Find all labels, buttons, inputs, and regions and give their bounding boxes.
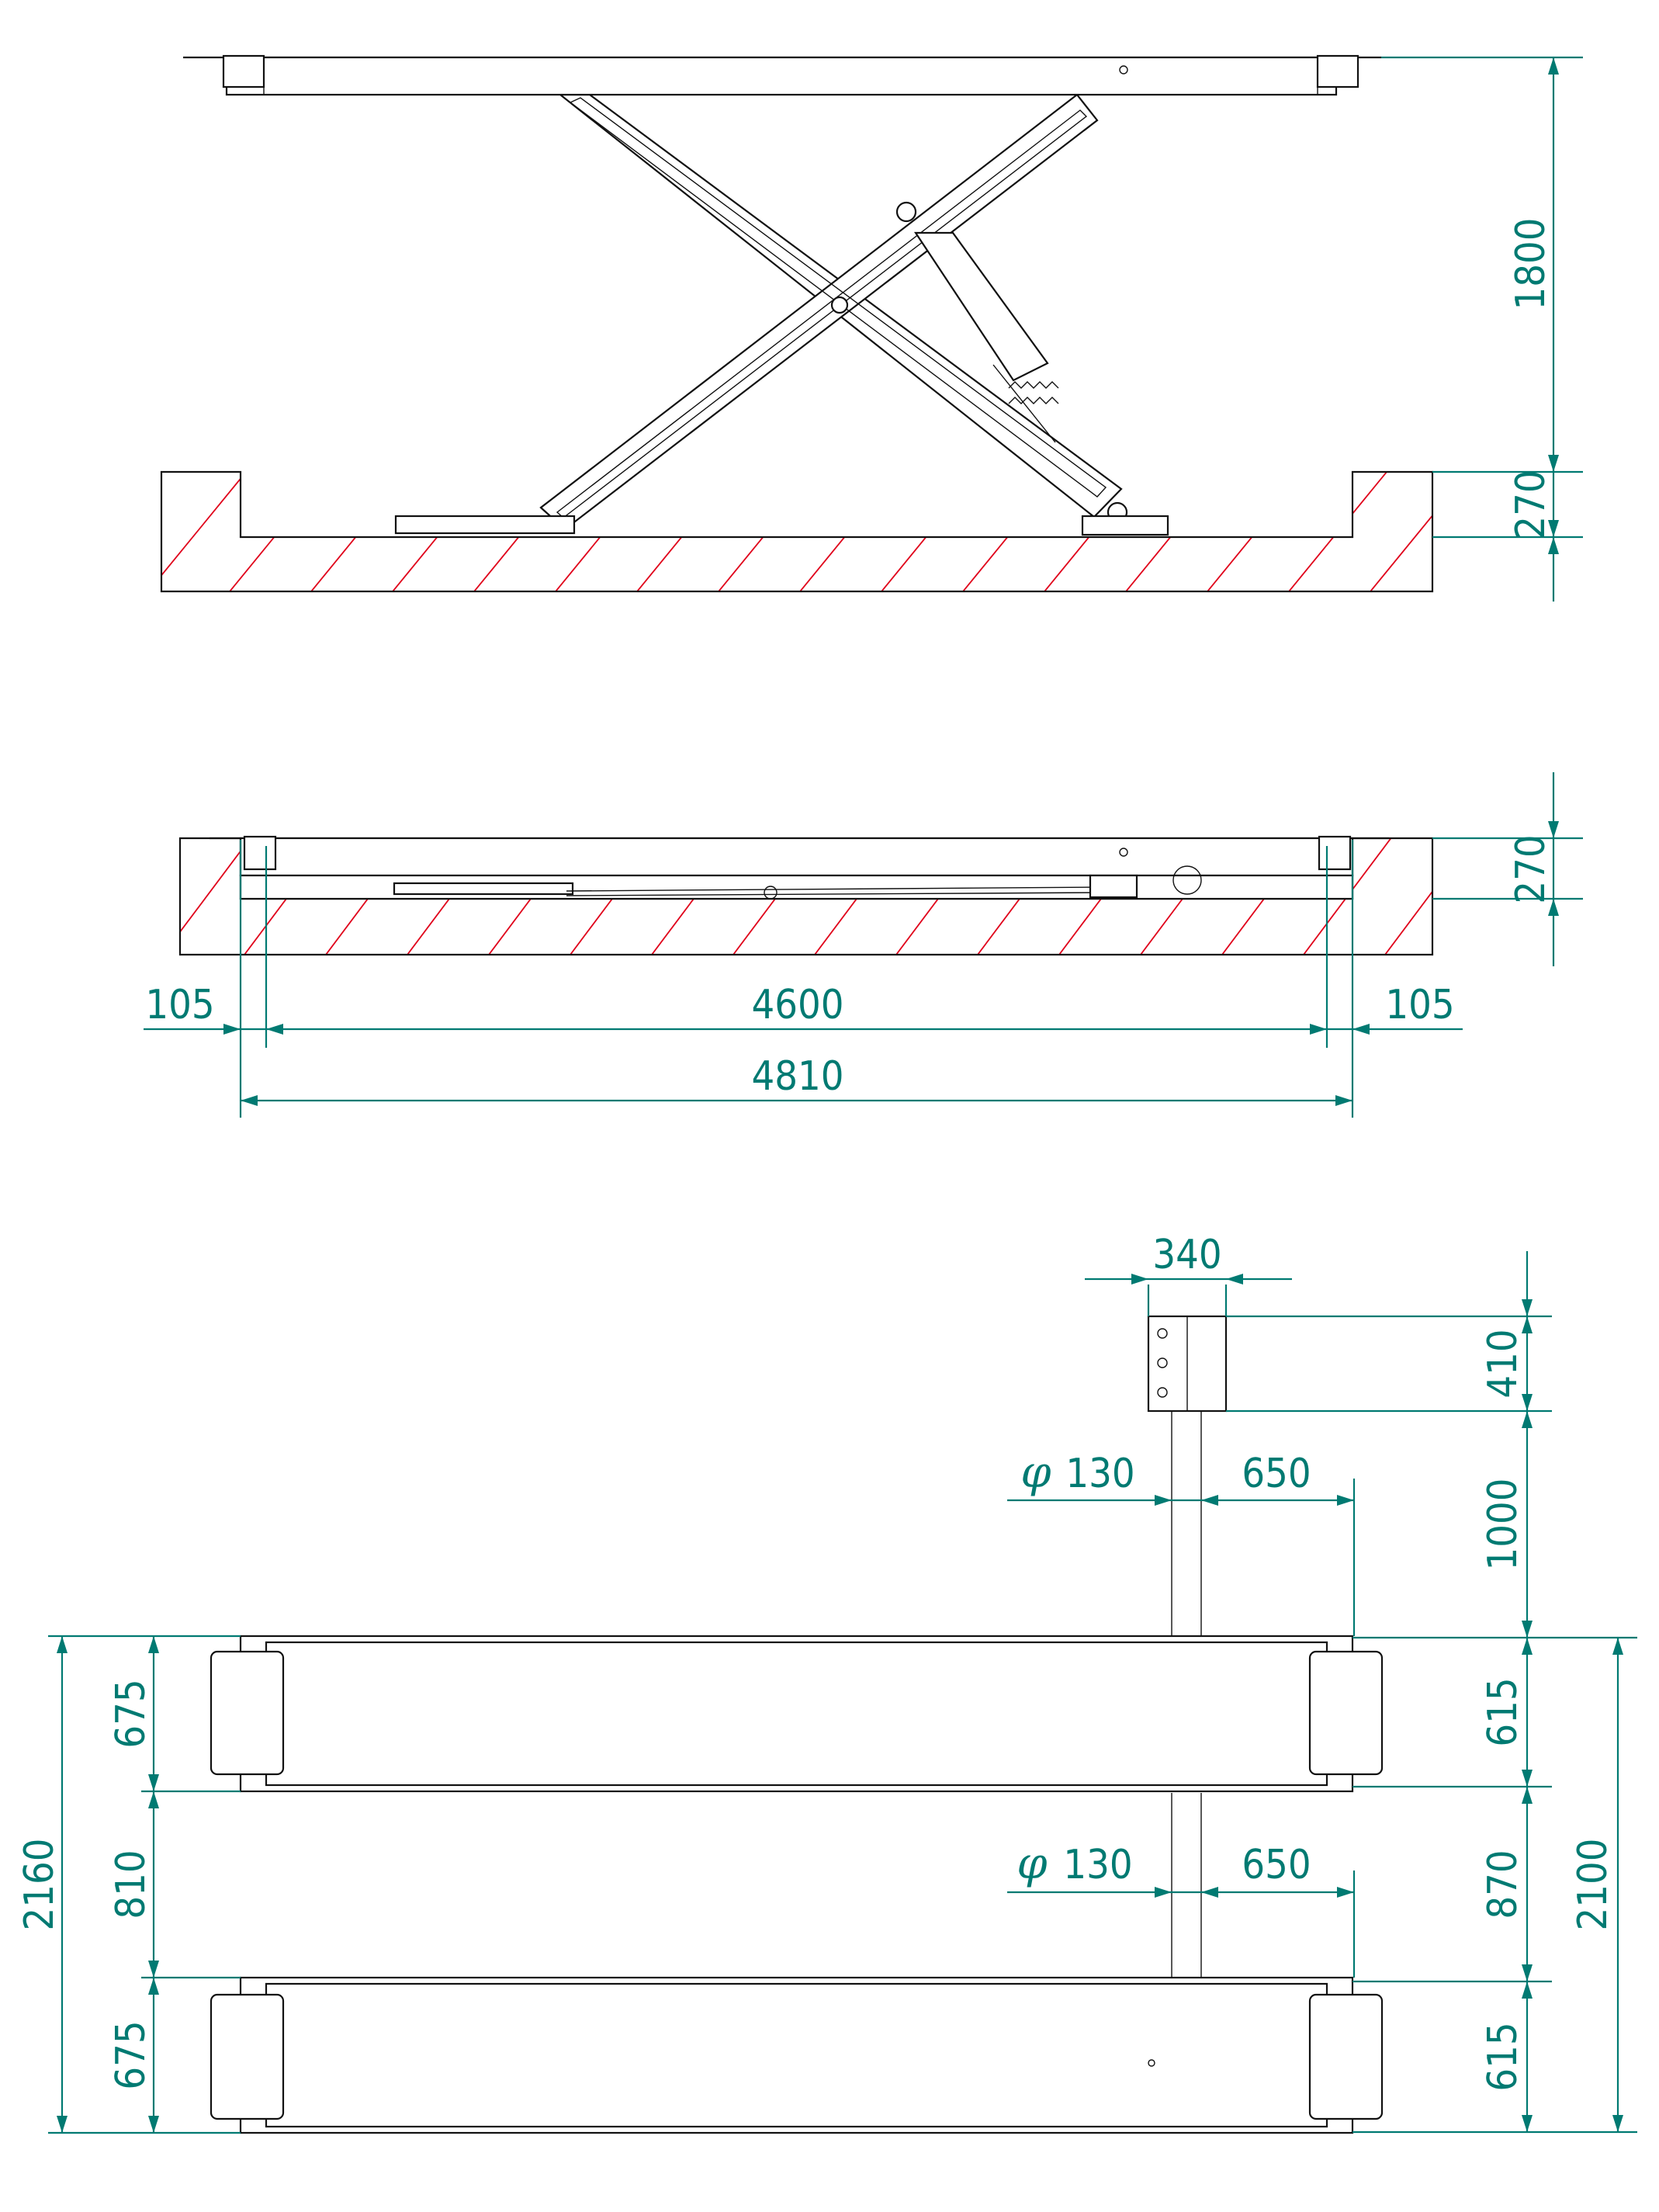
dimension-chain-right: 410 1000 615 870 615 bbox=[1480, 1251, 1533, 2132]
dimension-340: 340 bbox=[1085, 1232, 1292, 1316]
lower-pipe-diameter-label: 130 bbox=[1063, 1842, 1132, 1888]
control-console bbox=[1147, 1315, 1228, 1413]
platform-lowered bbox=[210, 835, 1389, 900]
dimension-270-raised: 270 bbox=[1432, 470, 1583, 602]
left-offset-label: 105 bbox=[145, 982, 214, 1028]
pit-section-raised bbox=[160, 470, 1434, 593]
left-platform-bottom-label: 675 bbox=[108, 2020, 154, 2089]
pit-hatching bbox=[161, 472, 1432, 591]
phi-symbol-upper: φ bbox=[1020, 1448, 1051, 1498]
left-platform-top-label: 675 bbox=[108, 1679, 154, 1748]
lower-pipe bbox=[1171, 1793, 1202, 1978]
pipe-gap-label: 1000 bbox=[1480, 1478, 1526, 1570]
right-platform-bottom-label: 615 bbox=[1480, 2022, 1526, 2091]
top-view: 340 φ 130 650 φ 130 650 bbox=[16, 1232, 1637, 2134]
lower-pipe-offset-label: 650 bbox=[1242, 1842, 1311, 1888]
left-total-label: 2160 bbox=[16, 1838, 63, 1930]
side-view-lowered: 270 105 4600 105 4810 bbox=[144, 772, 1583, 1118]
right-total-label: 2100 bbox=[1570, 1838, 1616, 1930]
dimension-270-lowered: 270 bbox=[1432, 772, 1583, 966]
platform-bottom bbox=[210, 1976, 1384, 2134]
pit-depth-label-lowered: 270 bbox=[1508, 834, 1554, 903]
upper-pipe-diameter-label: 130 bbox=[1065, 1451, 1134, 1497]
upper-pipe-offset-label: 650 bbox=[1242, 1451, 1311, 1497]
left-gap-label: 810 bbox=[108, 1850, 154, 1919]
dimension-chain-horizontal: 105 4600 105 bbox=[144, 982, 1463, 1035]
console-width-label: 340 bbox=[1152, 1232, 1221, 1278]
platform-length-label: 4600 bbox=[751, 982, 843, 1028]
right-gap-label: 870 bbox=[1480, 1850, 1526, 1919]
dimension-upper-pipe: φ 130 650 bbox=[1007, 1448, 1356, 1636]
platform-top bbox=[210, 1635, 1384, 1793]
platform-raised bbox=[183, 54, 1381, 96]
phi-symbol-lower: φ bbox=[1017, 1839, 1047, 1889]
height-label: 1800 bbox=[1508, 217, 1554, 310]
pit-depth-label: 270 bbox=[1508, 470, 1554, 539]
dimension-2160: 2160 bbox=[16, 1636, 68, 2133]
dimension-1800: 1800 bbox=[1381, 56, 1583, 473]
scissor-mechanism bbox=[394, 93, 1169, 536]
right-platform-top-label: 615 bbox=[1480, 1677, 1526, 1746]
dimension-lower-pipe: φ 130 650 bbox=[1007, 1839, 1356, 1978]
side-view-raised: 1800 270 bbox=[160, 54, 1583, 602]
right-offset-label: 105 bbox=[1385, 982, 1454, 1028]
pit-length-label: 4810 bbox=[751, 1053, 843, 1100]
dimension-2100: 2100 bbox=[1570, 1638, 1623, 2132]
upper-pipe bbox=[1171, 1411, 1202, 1636]
dimension-chain-left: 675 810 675 bbox=[108, 1636, 159, 2133]
dimension-4810: 4810 bbox=[241, 1053, 1352, 1106]
console-depth-label: 410 bbox=[1480, 1329, 1526, 1398]
